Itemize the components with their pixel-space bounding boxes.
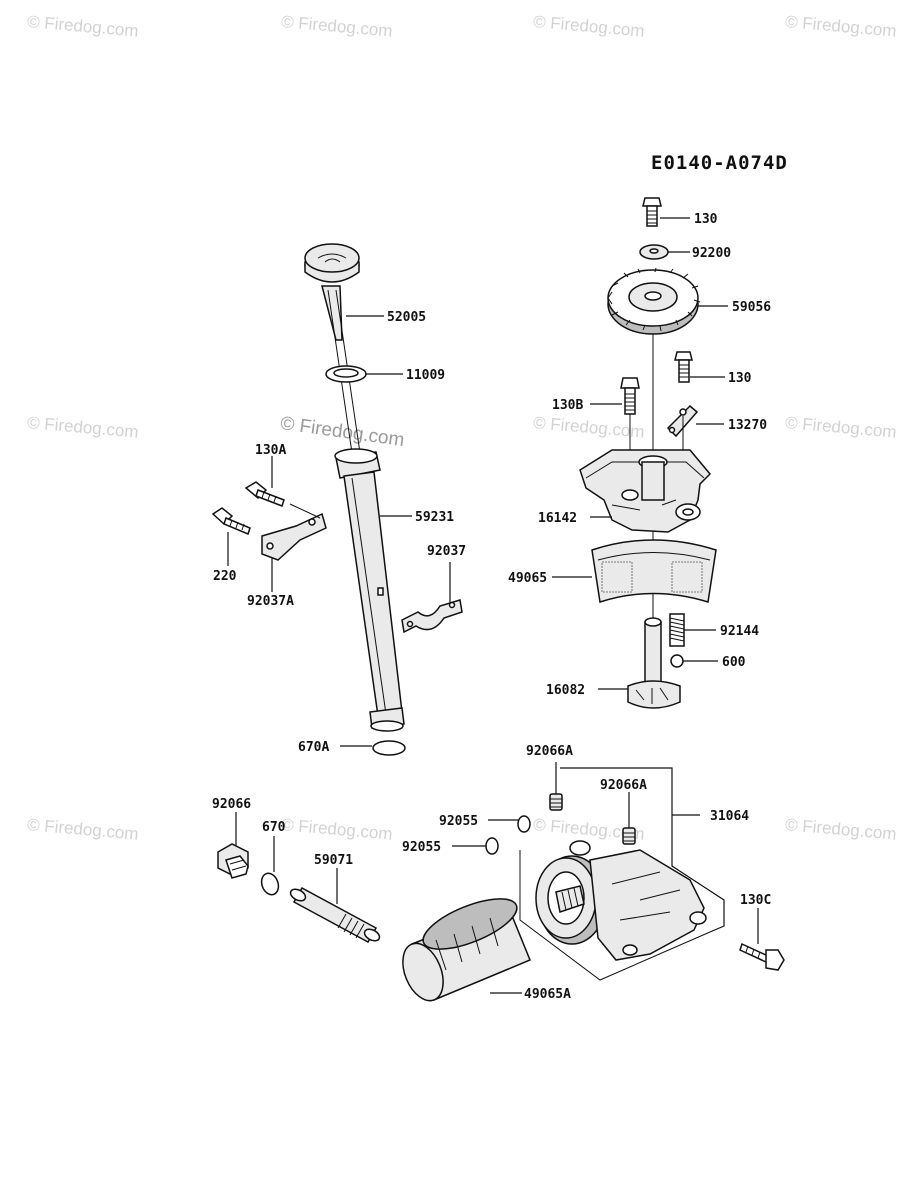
bracket-92037A [261, 512, 327, 561]
label-13270: 13270 [728, 418, 767, 433]
oring-670A [372, 740, 406, 756]
label-16142: 16142 [538, 511, 577, 526]
ball-600 [670, 654, 684, 668]
washer-92200 [639, 244, 669, 260]
spring-92144 [669, 613, 685, 647]
label-16082: 16082 [546, 683, 585, 698]
fitting-92066A-b [622, 827, 636, 845]
label-92066A-a: 92066A [526, 744, 573, 759]
bolt-220 [211, 507, 251, 536]
filter-head-31064 [535, 840, 707, 961]
guide-tube-59231 [334, 448, 405, 732]
label-670: 670 [262, 820, 286, 835]
oring-670 [260, 872, 280, 896]
label-92144: 92144 [720, 624, 759, 639]
label-92066A-b: 92066A [600, 778, 647, 793]
label-130-top: 130 [694, 212, 718, 227]
label-130B: 130B [552, 398, 583, 413]
label-92066: 92066 [212, 797, 251, 812]
label-130-mid: 130 [728, 371, 752, 386]
label-92037A: 92037A [247, 594, 294, 609]
label-59056: 59056 [732, 300, 771, 315]
oring-92055-a [517, 815, 531, 833]
oring-92055-b [485, 837, 499, 855]
housing-49065 [591, 539, 717, 603]
label-59071: 59071 [314, 853, 353, 868]
oil-filter-49065A [402, 898, 531, 1002]
label-600: 600 [722, 655, 746, 670]
bolt-130B [620, 377, 640, 415]
label-11009: 11009 [406, 368, 445, 383]
bolt-130A [244, 481, 285, 507]
rotor-shaft-16082 [627, 617, 681, 709]
label-49065: 49065 [508, 571, 547, 586]
bolt-130C [739, 942, 785, 971]
label-220: 220 [213, 569, 237, 584]
dipstick-52005 [304, 243, 365, 481]
bolt-130-mid [674, 351, 693, 383]
plug-92066 [217, 843, 249, 879]
bolt-130-top [642, 197, 662, 227]
label-59231: 59231 [415, 510, 454, 525]
label-52005: 52005 [387, 310, 426, 325]
label-92055-a: 92055 [439, 814, 478, 829]
gear-59056 [607, 267, 701, 335]
diagram-code: E0140-A074D [651, 152, 788, 174]
label-130A: 130A [255, 443, 286, 458]
pipe-59071 [289, 886, 381, 944]
fitting-92066A-a [549, 793, 563, 811]
clamp-92037 [401, 599, 463, 634]
label-31064: 31064 [710, 809, 749, 824]
label-130C: 130C [740, 893, 771, 908]
label-92055-b: 92055 [402, 840, 441, 855]
label-49065A: 49065A [524, 987, 571, 1002]
label-670A: 670A [298, 740, 329, 755]
oring-11009 [325, 365, 367, 383]
label-92200: 92200 [692, 246, 731, 261]
pump-cover-16142 [579, 449, 712, 533]
label-92037: 92037 [427, 544, 466, 559]
